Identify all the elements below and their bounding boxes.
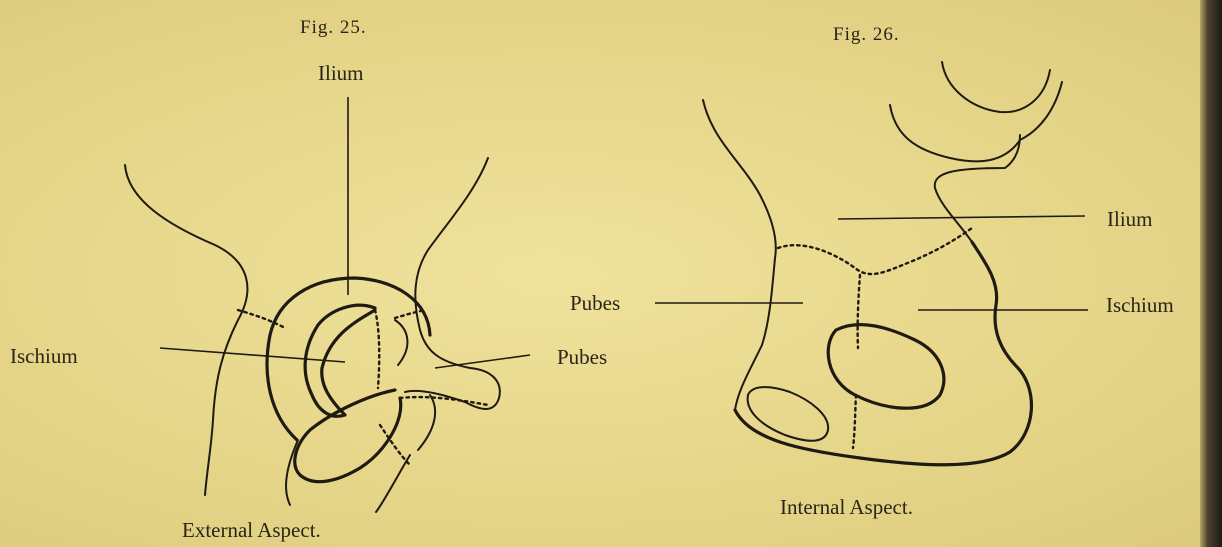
- pubes-label-26: Pubes: [570, 291, 620, 315]
- ilium-label-26: Ilium: [1107, 207, 1153, 231]
- figure-25: Fig. 25.: [10, 17, 607, 542]
- figure-26-outline-icon: [703, 62, 1062, 465]
- figure-26-caption: Internal Aspect.: [780, 495, 913, 519]
- figure-25-outline-icon: [125, 158, 500, 512]
- figure-26: Fig. 26. Ilium Pubes Ischium In: [570, 24, 1174, 519]
- ischium-label-26: Ischium: [1106, 293, 1174, 317]
- pubes-label-25: Pubes: [557, 345, 607, 369]
- figure-25-caption: External Aspect.: [182, 518, 321, 542]
- ilium-label-25: Ilium: [318, 61, 364, 85]
- ischium-label-25: Ischium: [10, 344, 78, 368]
- figure-26-title: Fig. 26.: [833, 24, 900, 45]
- ischium-leader-25: [160, 348, 345, 362]
- figure-25-title: Fig. 25.: [300, 17, 367, 38]
- ilium-leader-26: [838, 216, 1085, 219]
